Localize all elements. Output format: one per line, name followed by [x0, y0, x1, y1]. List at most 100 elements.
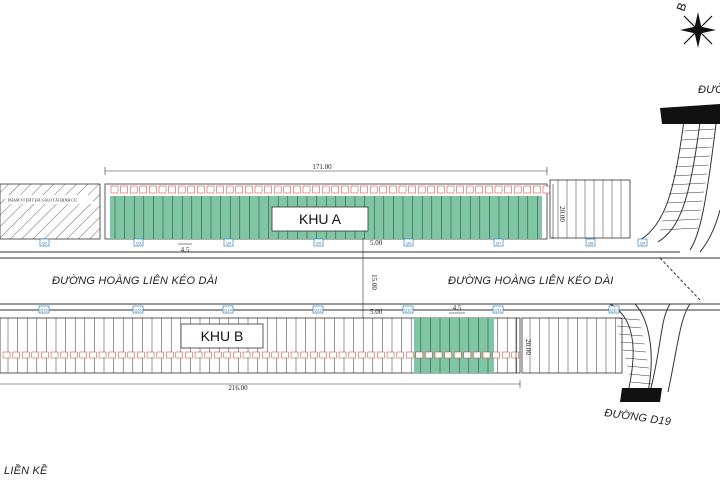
- lot-marker: [252, 351, 260, 359]
- lot-marker: [492, 351, 500, 359]
- lot-marker: [117, 351, 126, 359]
- pole-marker: Q14: [222, 305, 234, 314]
- lot-marker: [501, 351, 510, 359]
- pole-marker: Q9: [637, 238, 648, 247]
- branch-road-top: [639, 119, 720, 253]
- lot-marker: [485, 185, 493, 194]
- lot-marker: [129, 185, 138, 194]
- lot-marker: [465, 185, 474, 194]
- lot-marker: [475, 185, 484, 194]
- lot-marker: [319, 351, 328, 359]
- khu-b-lot-lines: [7, 318, 518, 373]
- lot-marker: [533, 185, 541, 194]
- pole-label: Q7: [496, 241, 502, 246]
- resettlement-hatched-area: PHẠM VI ĐẤT ĐÃ GIAO TÁI ĐỊNH CƯ: [0, 183, 101, 240]
- lot-marker: [108, 351, 116, 359]
- khu-a-label: KHU A: [299, 211, 342, 227]
- lot-marker: [185, 351, 193, 359]
- branch-road-top-stripes: [659, 128, 715, 231]
- main-road: [0, 251, 680, 311]
- khu-a-lot-lines: [114, 196, 538, 239]
- lot-marker: [204, 351, 212, 359]
- lot-marker: [300, 351, 308, 359]
- lot-marker: [137, 351, 145, 359]
- lot-marker: [415, 351, 424, 359]
- pole-label: Q12: [404, 308, 412, 313]
- lot-marker: [50, 351, 59, 359]
- khu-b-extension-lots: [521, 317, 623, 374]
- road-stripe: [681, 137, 714, 141]
- lot-marker: [165, 351, 174, 359]
- lot-marker: [437, 185, 445, 194]
- pole-marker: Q16: [132, 305, 144, 314]
- lot-marker: [139, 185, 148, 194]
- pole-marker: Q10: [608, 305, 620, 314]
- lot-marker: [194, 351, 203, 359]
- khu-b-depth: 20.00: [524, 339, 532, 355]
- pole-marker: Q11: [492, 305, 504, 314]
- lot-marker: [120, 185, 128, 194]
- lot-marker: [225, 185, 234, 194]
- lot-marker: [341, 185, 349, 194]
- compass-letter: B: [674, 1, 690, 13]
- lot-marker: [254, 185, 263, 194]
- lot-marker: [223, 351, 232, 359]
- pole-marker: Q6: [403, 238, 414, 247]
- road-stripe: [677, 155, 711, 159]
- lot-marker: [379, 185, 388, 194]
- lot-marker: [187, 185, 196, 194]
- legend-bottom: LIỀN KỀ: [4, 464, 48, 477]
- road-name-left: ĐƯỜNG HOÀNG LIÊN KÉO DÀI: [52, 274, 217, 287]
- pole-label: Q8: [588, 241, 594, 246]
- lot-marker: [271, 351, 280, 359]
- lot-marker: [417, 185, 426, 194]
- lot-marker: [377, 351, 385, 359]
- lot-marker: [158, 185, 167, 194]
- lot-marker: [405, 351, 414, 359]
- pole-label: Q9: [640, 241, 646, 246]
- lot-marker: [360, 185, 368, 194]
- khu-a-depth: 20.00: [558, 206, 566, 222]
- road-width-dimension: 5.00 5.00 15.00: [362, 238, 383, 318]
- branch-road-bottom: [609, 257, 720, 393]
- road-stripe: [670, 182, 706, 186]
- road-stripe: [662, 218, 700, 222]
- pole-marker: Q7: [493, 238, 504, 247]
- lot-marker: [329, 351, 337, 359]
- north-compass: B: [674, 1, 716, 48]
- sidewalk-bottom-width: 5.00: [370, 308, 383, 316]
- bottom-road-arrow: [620, 388, 662, 402]
- lot-width-b: 4.5: [453, 304, 462, 312]
- road-name-d19: ĐƯỜNG D19: [604, 406, 672, 428]
- khu-a-lot-markers: [110, 185, 551, 194]
- pole-label: Q6: [406, 241, 412, 246]
- lot-marker: [389, 185, 397, 194]
- lot-marker: [309, 351, 318, 359]
- pole-label: Q4: [226, 241, 232, 246]
- khu-b-label: KHU B: [201, 328, 244, 344]
- lot-marker: [79, 351, 88, 359]
- lot-marker: [427, 185, 436, 194]
- khu-b-lot-markers: [2, 351, 520, 359]
- lot-marker: [168, 185, 176, 194]
- lot-marker: [513, 185, 522, 194]
- road-stripe: [626, 365, 650, 369]
- pole-marker: Q4: [223, 238, 234, 247]
- lot-marker: [434, 351, 443, 359]
- pole-label: Q16: [134, 308, 142, 313]
- lot-marker: [511, 351, 520, 359]
- pole-label: Q14: [224, 308, 232, 313]
- road-name-right: ĐƯỜNG HOÀNG LIÊN KÉO DÀI: [448, 274, 613, 287]
- lot-marker: [473, 351, 481, 359]
- lot-marker: [233, 351, 241, 359]
- road-stripe: [659, 227, 699, 231]
- khu-a-extension-lots: [549, 179, 631, 239]
- lot-marker: [523, 185, 532, 194]
- lot-marker: [273, 185, 282, 194]
- road-stripe: [630, 381, 653, 385]
- pole-marker: Q15: [38, 305, 50, 314]
- lot-marker: [425, 351, 433, 359]
- pole-marker: Q2: [39, 238, 50, 247]
